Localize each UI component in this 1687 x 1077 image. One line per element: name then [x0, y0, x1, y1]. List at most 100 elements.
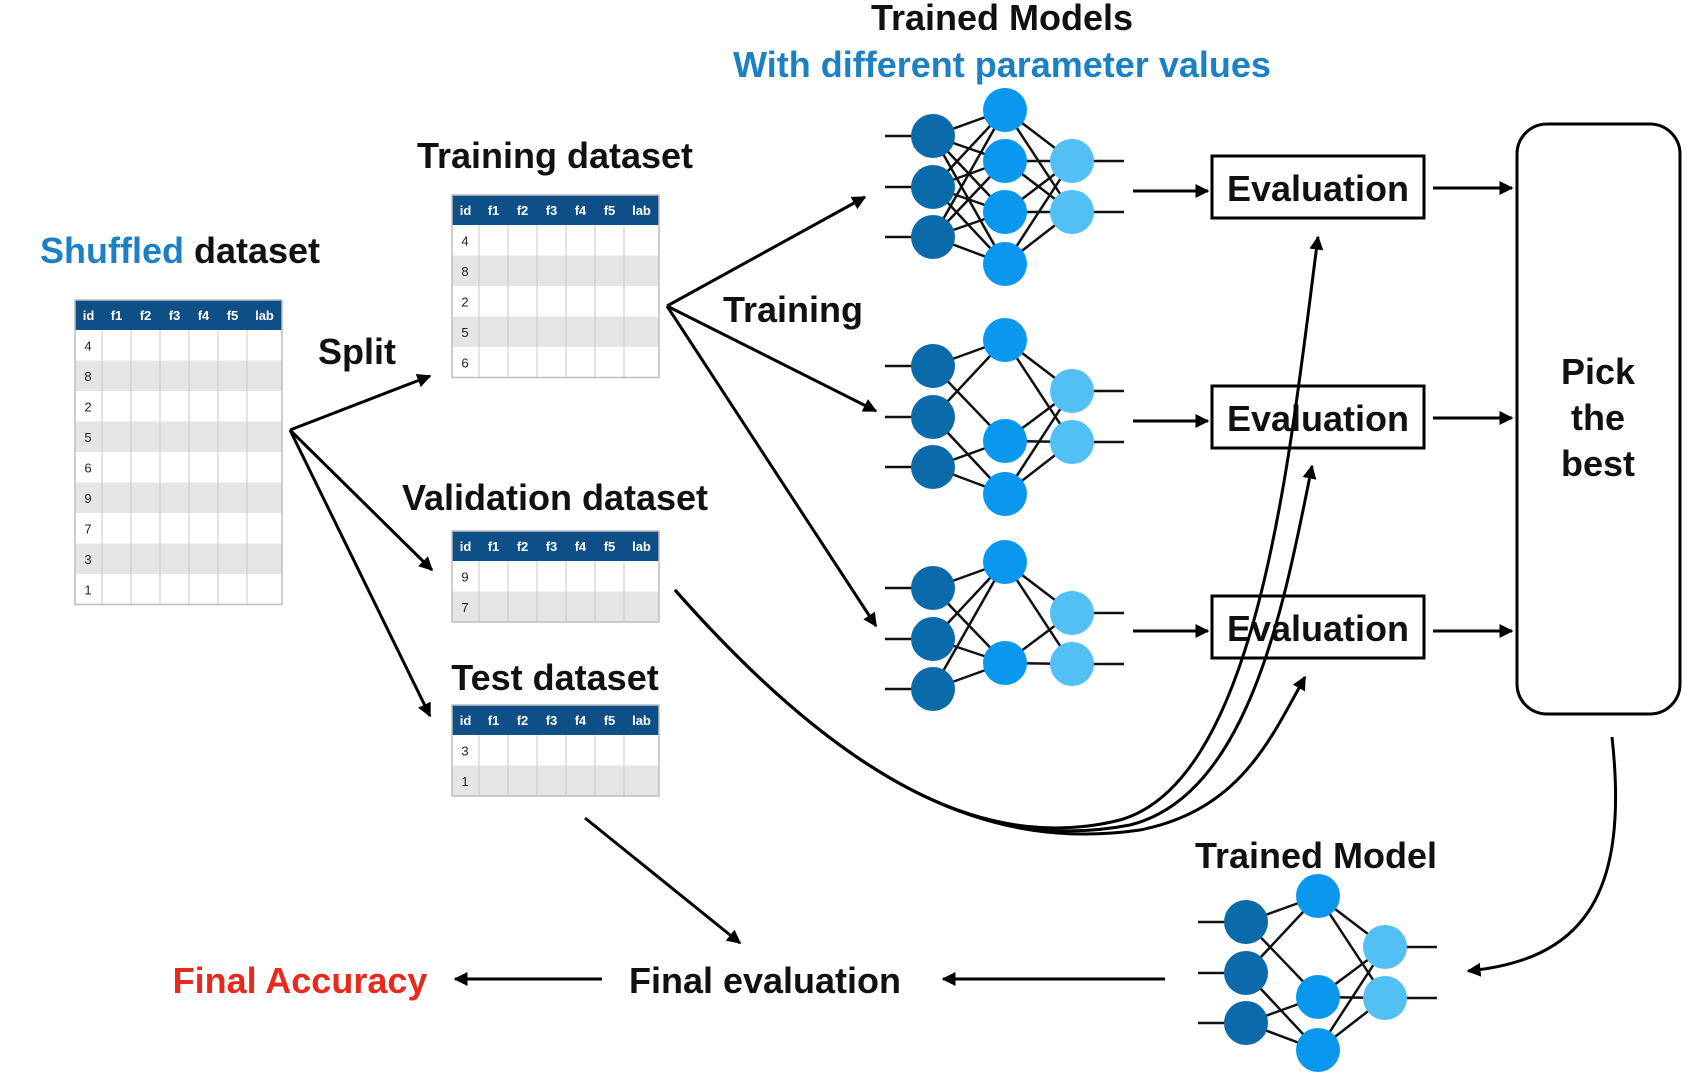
column-header: f1 [488, 203, 500, 218]
column-header: f2 [140, 308, 152, 323]
output-node [1050, 420, 1094, 464]
column-header: f3 [546, 203, 558, 218]
table-header [452, 705, 659, 735]
input-node [1224, 951, 1268, 995]
row-id-cell: 9 [84, 491, 91, 506]
arrow-split-training [289, 374, 432, 432]
table-row: 1 [75, 574, 282, 605]
row-id-cell: 3 [461, 743, 468, 758]
table-row: 2 [452, 286, 659, 317]
column-header: f2 [517, 713, 529, 728]
output-node [1050, 591, 1094, 635]
trained-model-network-3 [885, 540, 1124, 711]
pick-best-line-1: Pick [1561, 351, 1636, 392]
column-header: f5 [227, 308, 239, 323]
row-id-cell: 2 [461, 294, 468, 309]
hidden-node [983, 242, 1027, 286]
input-node [911, 566, 955, 610]
pick-best-line-3: best [1561, 443, 1635, 484]
row-id-cell: 8 [84, 369, 91, 384]
table-row: 5 [75, 421, 282, 452]
trained-models-title: Trained Models [871, 0, 1133, 38]
output-node [1050, 139, 1094, 183]
output-node [1050, 369, 1094, 413]
column-header: f1 [488, 713, 500, 728]
final-evaluation-label: Final evaluation [629, 960, 901, 1001]
table-row: 4 [75, 330, 282, 361]
table-row: 9 [75, 482, 282, 513]
output-node [1050, 642, 1094, 686]
validation-dataset-title: Validation dataset [402, 477, 708, 518]
column-header: lab [255, 308, 274, 323]
arrow-training-model-3 [665, 305, 878, 628]
column-header: f5 [604, 539, 616, 554]
input-node [911, 667, 955, 711]
output-node [1363, 925, 1407, 969]
hidden-node [1296, 1028, 1340, 1072]
column-header: f3 [546, 539, 558, 554]
input-node [911, 344, 955, 388]
dataset-word: dataset [194, 230, 320, 271]
table-row: 8 [75, 360, 282, 391]
pick-best-line-2: the [1571, 397, 1625, 438]
table-row: 7 [452, 591, 659, 622]
output-node [1363, 976, 1407, 1020]
column-header: f2 [517, 539, 529, 554]
row-id-cell: 1 [84, 582, 91, 597]
table-row: 7 [75, 513, 282, 544]
row-id-cell: 7 [461, 600, 468, 615]
table-header [75, 300, 282, 330]
input-node [911, 445, 955, 489]
column-header: f4 [575, 539, 587, 554]
table-row: 4 [452, 225, 659, 256]
evaluation-label-2: Evaluation [1227, 398, 1409, 439]
table-row: 9 [452, 561, 659, 592]
row-id-cell: 3 [84, 552, 91, 567]
trained-models-subtitle: With different parameter values [733, 44, 1271, 85]
evaluation-box-3: Evaluation [1210, 594, 1426, 660]
shuffled-word: Shuffled [40, 230, 184, 271]
row-id-cell: 5 [461, 325, 468, 340]
column-header: f5 [604, 203, 616, 218]
hidden-node [1296, 975, 1340, 1019]
hidden-node [983, 540, 1027, 584]
hidden-node [983, 318, 1027, 362]
hidden-node [983, 641, 1027, 685]
arrow-test-final-eval [584, 816, 742, 945]
trained-model-network-2 [885, 318, 1124, 516]
row-id-cell: 2 [84, 399, 91, 414]
evaluation-box-2: Evaluation [1210, 384, 1426, 450]
hidden-node [983, 88, 1027, 132]
arrow-training-model-1 [666, 195, 867, 308]
input-node [911, 114, 955, 158]
row-id-cell: 9 [461, 569, 468, 584]
arrow-split-validation [288, 428, 434, 572]
table-row: 6 [452, 347, 659, 378]
input-node [911, 395, 955, 439]
test-dataset-title: Test dataset [451, 657, 658, 698]
column-header: f1 [488, 539, 500, 554]
arrows [288, 181, 1617, 986]
table-row: 8 [452, 255, 659, 286]
table-row: 3 [75, 543, 282, 574]
column-header: lab [632, 539, 651, 554]
row-id-cell: 1 [461, 774, 468, 789]
arrow-pick-trained-model [1466, 736, 1617, 977]
table-header [452, 195, 659, 225]
trained-model-network-1 [885, 88, 1124, 286]
row-id-cell: 5 [84, 430, 91, 445]
column-header: id [83, 308, 95, 323]
table-row: 3 [452, 735, 659, 766]
arrow-validation-eval-3 [673, 589, 1307, 836]
column-header: f3 [169, 308, 181, 323]
final-accuracy-label: Final Accuracy [173, 960, 428, 1001]
row-id-cell: 6 [461, 355, 468, 370]
row-id-cell: 4 [461, 233, 468, 248]
column-header: f4 [198, 308, 210, 323]
table-row: 6 [75, 452, 282, 483]
split-label: Split [318, 331, 396, 372]
arrow-training-model-2 [666, 304, 878, 413]
